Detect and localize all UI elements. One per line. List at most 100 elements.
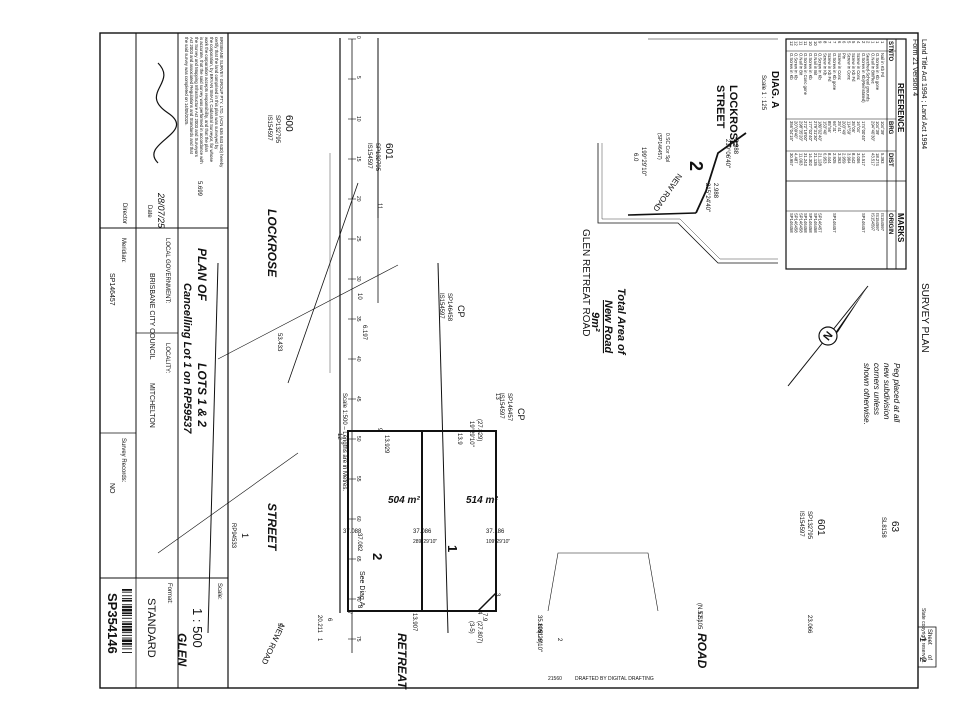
station-label: 2 (556, 638, 562, 642)
ref-cell: 14.302 (808, 153, 813, 166)
ref-cell: 177°02'40" (808, 121, 813, 142)
diag-mark-b: (SP146457) (656, 133, 662, 160)
station-label: 11 (376, 203, 382, 210)
lot1-no: 1 (445, 545, 460, 552)
plan-new-road: NEW ROAD (259, 622, 286, 666)
ref-cell: O.Screw in Conc gone (803, 53, 808, 96)
station-label: 10 (356, 293, 362, 300)
ref-cell: 3.006 (856, 153, 861, 164)
ref-cell: 66°31' (832, 121, 837, 133)
station-label: 6 (326, 618, 332, 622)
street-lockrose: LOCKROSE (265, 209, 279, 278)
ref-cell: 85°56' (827, 121, 832, 133)
reference-title: REFERENCE (896, 83, 905, 133)
peg-note-2: new subdivision (882, 363, 891, 420)
ref-cell: Searched-School grounds (866, 53, 871, 101)
local-gov-label: LOCAL GOVERNMENT: (164, 238, 170, 303)
lot600-ref: SP132795 (274, 115, 280, 144)
copyright: State copyright reserved. (920, 608, 926, 664)
diag-new-road: NEW ROAD (651, 172, 684, 213)
scale-tick-label: 20 (355, 196, 361, 202)
meridian-label: Meridian: (120, 238, 126, 263)
ref-cell: IS154597 (880, 213, 885, 232)
marks-title: MARKS (896, 213, 905, 243)
drafted-by: DRAFTED BY DIGITAL DRAFTING (575, 676, 654, 682)
ref-cell: SP146458 (803, 213, 808, 233)
road-retreat: RETREAT (395, 633, 409, 690)
ref-cell: 174°00'45" (861, 121, 866, 142)
ref-cell: 104°39' (880, 121, 885, 135)
cp-label: CP (516, 408, 526, 421)
ref-cell: 12 (789, 41, 794, 46)
format-value: STANDARD (145, 598, 157, 658)
d-nts: (N.T.S) (696, 603, 702, 622)
scale-tick-label: 0 (355, 36, 361, 39)
ref-cell: Screw in Conc (846, 53, 851, 80)
lot1-rp-ref: RP94533 (230, 523, 236, 549)
lot600: 600 (283, 115, 294, 132)
ref-cell: 20°09'40" (794, 121, 799, 139)
survey-records-label: Survey Records: (120, 438, 126, 483)
ref-cell: 3.904 (846, 153, 851, 164)
ref-cell: O.Screw in Kb (789, 53, 794, 80)
ref-cell: Nail in Kb Fd (880, 53, 885, 78)
scale-tick-label: 10 (355, 116, 361, 122)
ref-cell: 11 (803, 41, 808, 46)
peg-note-4: shown otherwise. (862, 363, 871, 425)
diag-mark-a: 0.SC Cor Spl (664, 133, 670, 162)
d-5433: 53.433 (276, 333, 282, 352)
diag-street: LOCKROSE (727, 85, 739, 147)
ref-cell: O.Nail in Bit/Rec (870, 53, 875, 84)
scale-tick-label: 25 (355, 236, 361, 242)
lots-title: LOTS 1 & 2 (195, 363, 209, 427)
d-37082: 37.082 (356, 533, 362, 552)
scale-tick-label: 65 (355, 556, 361, 562)
ref-cell: 153°40' (822, 121, 827, 135)
d-37-088: 37.088 (343, 529, 362, 535)
plan-of: PLAN OF (195, 248, 209, 301)
ref-cell: 14.517 (861, 153, 866, 166)
ref-cell: 9 (818, 41, 823, 44)
ref-cell: O.Screw in Kb (808, 53, 813, 80)
ref-cell: O.Screw in Kb (794, 53, 799, 80)
street-street: STREET (265, 503, 279, 552)
scale-tick-label: 15 (355, 156, 361, 162)
ref-cell: 21.135 (813, 153, 818, 166)
d-37-186: 37.186 (486, 529, 505, 535)
ref-cell: IS154597 (875, 213, 880, 232)
diag-scale: Scale 1 : 125 (760, 75, 766, 111)
sheet-border (99, 32, 919, 689)
survey-records: NO (108, 483, 115, 494)
total-area: Total Area of New Road 9m² (589, 288, 627, 356)
act-line-1: Land Title Act 1994 ; Land Act 1994 (920, 39, 927, 149)
diag-dist-bottom: 199°29'10" (640, 147, 646, 176)
lot600-ref2: IS154597 (266, 115, 272, 141)
brg-lot: 289°29'10" (413, 539, 437, 545)
ref-cell: 30.957 (789, 153, 794, 166)
d-bot: (27.807) (476, 621, 482, 643)
meridian: SP146457 (108, 273, 115, 306)
scale-tick-label: 75 (355, 636, 361, 642)
ref-cell: 6 (837, 41, 842, 44)
ref-cell: O.Screw in Kb (818, 53, 823, 80)
lot2-area: 504 m² (388, 495, 420, 506)
certificate-line: the Survey and Mapping Infrastructure Ac… (194, 37, 199, 157)
diag-brg3: 219°06'40" (724, 139, 730, 168)
lot63: 63 (889, 521, 900, 533)
ref-cell: 4 (856, 41, 861, 44)
d-37-086: 37.086 (413, 529, 432, 535)
lot1-area: 514 m² (466, 495, 498, 506)
station-label: 12 (336, 433, 342, 440)
station-label: 5 (276, 623, 282, 627)
d-35805b: 199°29'10" (536, 623, 542, 652)
total-area-1: Total Area of (615, 288, 627, 356)
scale-tick-label: 50 (355, 436, 361, 442)
